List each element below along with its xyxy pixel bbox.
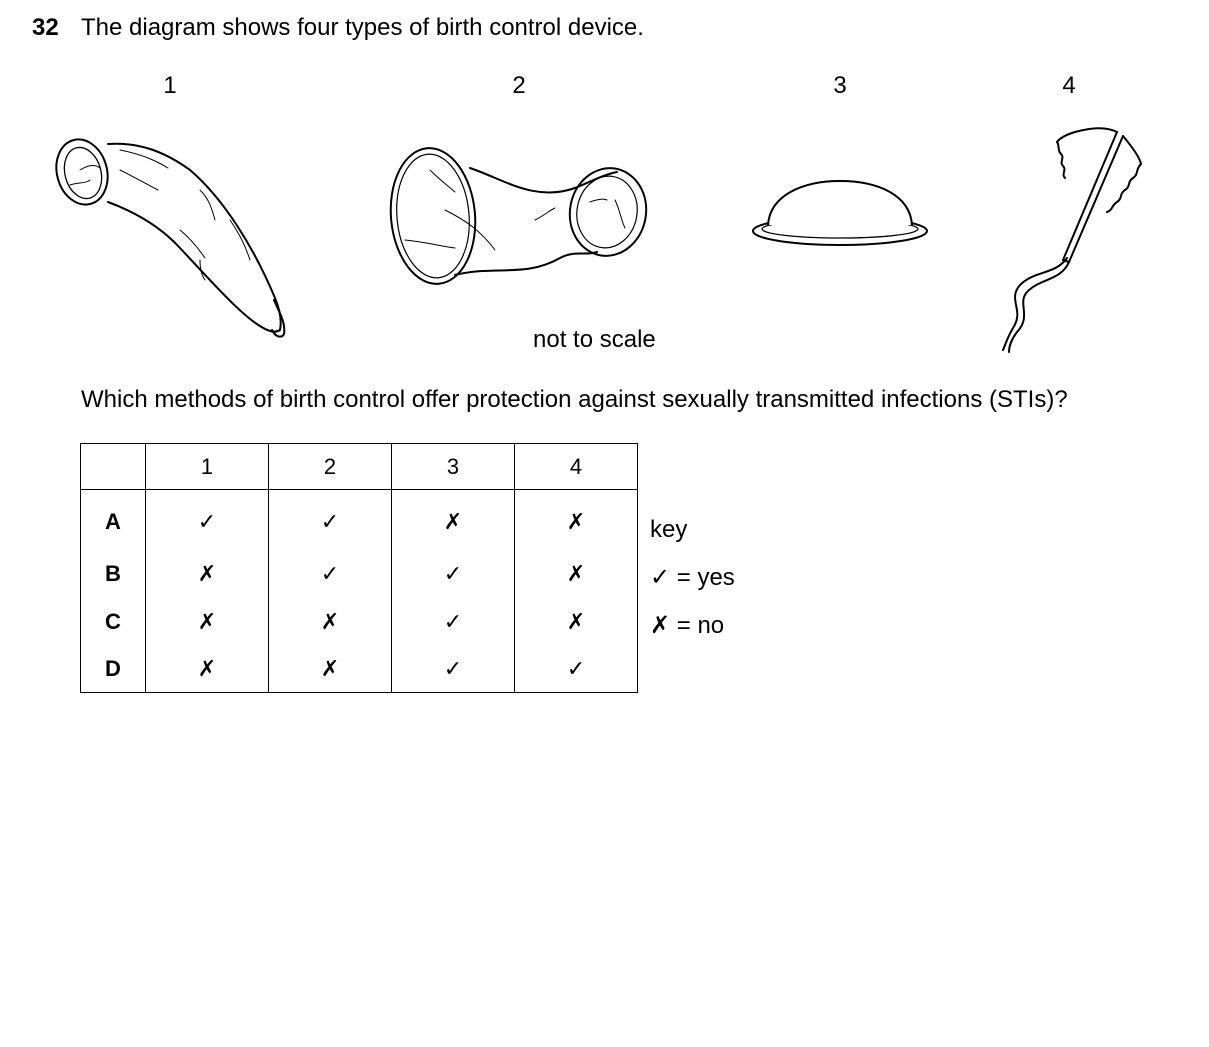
key-yes: ✓ = yes xyxy=(650,564,735,591)
mark-cell: ✓ xyxy=(391,598,515,646)
figure-label-3: 3 xyxy=(833,72,847,99)
answer-table: 1 2 3 4 A ✓ ✓ ✗ ✗ B ✗ ✓ ✓ ✗ C ✗ ✗ ✓ ✗ D xyxy=(80,443,638,693)
mark-cell: ✗ xyxy=(268,598,392,646)
mark-cell: ✗ xyxy=(268,646,392,693)
not-to-scale-note: not to scale xyxy=(533,326,656,353)
mark-cell: ✗ xyxy=(145,646,269,693)
mark-cell: ✗ xyxy=(145,550,269,598)
answer-table-header: 1 2 3 4 xyxy=(80,443,638,490)
mark-cell: ✗ xyxy=(145,598,269,646)
option-label: D xyxy=(80,646,146,693)
mark-cell: ✓ xyxy=(268,489,392,550)
table-row: A ✓ ✓ ✗ ✗ xyxy=(80,489,638,550)
question-number: 32 xyxy=(32,14,59,41)
figure-label-1: 1 xyxy=(163,72,177,99)
mark-cell: ✗ xyxy=(514,489,638,550)
figure-label-4: 4 xyxy=(1062,72,1076,99)
mark-cell: ✗ xyxy=(514,598,638,646)
option-label: C xyxy=(80,598,146,646)
table-row: B ✗ ✓ ✓ ✗ xyxy=(80,550,638,598)
header-device-1: 1 xyxy=(145,443,269,490)
iud-drawing xyxy=(1002,127,1142,353)
male-condom-drawing xyxy=(55,138,286,338)
mark-cell: ✓ xyxy=(514,646,638,693)
header-corner xyxy=(80,443,146,490)
mark-cell: ✗ xyxy=(514,550,638,598)
diaphragm-drawing xyxy=(752,180,928,246)
header-device-2: 2 xyxy=(268,443,392,490)
mark-cell: ✓ xyxy=(391,646,515,693)
table-row: D ✗ ✗ ✓ ✓ xyxy=(80,646,638,693)
option-label: A xyxy=(80,489,146,550)
table-row: C ✗ ✗ ✓ ✗ xyxy=(80,598,638,646)
female-condom-drawing xyxy=(389,147,648,285)
key-title: key xyxy=(650,516,688,543)
mark-cell: ✓ xyxy=(268,550,392,598)
figure-label-2: 2 xyxy=(512,72,526,99)
option-label: B xyxy=(80,550,146,598)
header-device-3: 3 xyxy=(391,443,515,490)
header-device-4: 4 xyxy=(514,443,638,490)
question-prompt: Which methods of birth control offer pro… xyxy=(81,386,1068,413)
mark-cell: ✓ xyxy=(145,489,269,550)
key-legend: key ✓ = yes ✗ = no xyxy=(650,506,735,650)
mark-cell: ✓ xyxy=(391,550,515,598)
key-no: ✗ = no xyxy=(650,612,725,639)
mark-cell: ✗ xyxy=(391,489,515,550)
question-stem: The diagram shows four types of birth co… xyxy=(81,14,644,41)
